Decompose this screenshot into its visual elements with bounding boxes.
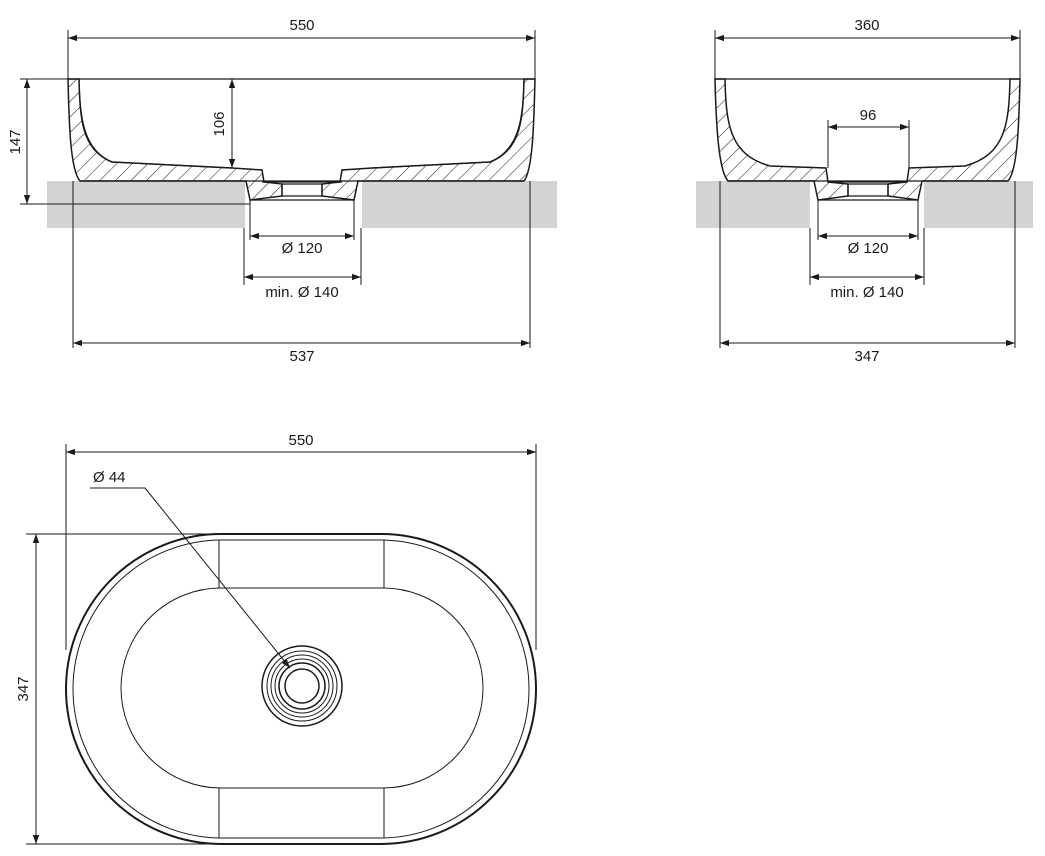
front-cutout-label: min. Ø 140 bbox=[265, 284, 338, 301]
side-view: 360 96 Ø 120 min. Ø 140 347 bbox=[696, 17, 1033, 365]
front-height-label: 147 bbox=[7, 129, 24, 154]
drain-leader bbox=[90, 487, 291, 669]
top-outer-rim bbox=[65, 533, 537, 845]
side-cutout-label: min. Ø 140 bbox=[830, 284, 903, 301]
front-drain-neck bbox=[250, 181, 354, 201]
drain-icon bbox=[261, 645, 343, 727]
front-drain-label: Ø 120 bbox=[282, 240, 323, 257]
top-width-label: 550 bbox=[288, 432, 313, 449]
top-bowl-floor bbox=[120, 587, 484, 789]
top-depth-label: 347 bbox=[15, 676, 32, 701]
side-drain-label: Ø 120 bbox=[848, 240, 889, 257]
front-inner-depth-label: 106 bbox=[211, 111, 228, 136]
side-countertop-left bbox=[696, 181, 810, 228]
side-inner-label: 96 bbox=[860, 107, 877, 124]
side-width-label: 360 bbox=[854, 17, 879, 34]
side-countertop-right bbox=[924, 181, 1033, 228]
drain-hole-label: Ø 44 bbox=[93, 469, 126, 486]
front-base-label: 537 bbox=[289, 348, 314, 365]
front-view: 550 147 106 Ø 120 min. Ø 140 537 bbox=[7, 17, 557, 365]
side-drain-neck bbox=[818, 181, 918, 201]
front-countertop-right bbox=[362, 181, 557, 228]
top-view: 550 Ø 44 347 bbox=[15, 432, 537, 845]
side-base-label: 347 bbox=[854, 348, 879, 365]
front-width-label: 550 bbox=[289, 17, 314, 34]
front-bowl-inner bbox=[78, 78, 525, 169]
top-inner-rim bbox=[72, 539, 530, 839]
